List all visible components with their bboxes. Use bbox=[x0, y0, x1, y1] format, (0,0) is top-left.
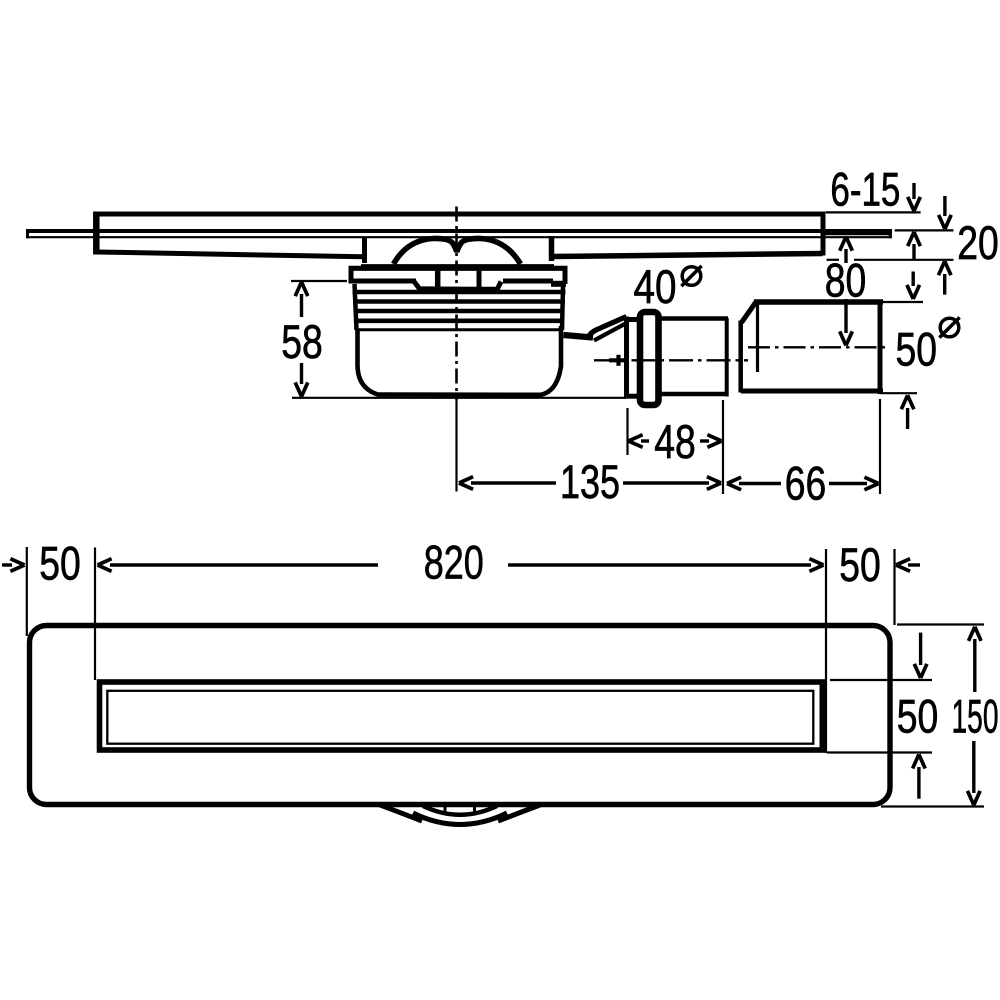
svg-text:40: 40 bbox=[634, 260, 677, 313]
svg-text:50: 50 bbox=[897, 690, 939, 743]
svg-text:50: 50 bbox=[39, 537, 81, 590]
svg-text:58: 58 bbox=[281, 315, 323, 368]
svg-text:50: 50 bbox=[896, 323, 938, 376]
svg-text:48: 48 bbox=[654, 415, 696, 468]
svg-text:20: 20 bbox=[957, 216, 999, 269]
svg-text:66: 66 bbox=[785, 457, 827, 510]
svg-text:135: 135 bbox=[560, 455, 620, 508]
svg-text:6-15: 6-15 bbox=[830, 163, 900, 216]
svg-text:150: 150 bbox=[952, 690, 999, 743]
svg-text:80: 80 bbox=[825, 254, 867, 307]
svg-text:820: 820 bbox=[424, 536, 484, 589]
svg-text:50: 50 bbox=[839, 538, 881, 591]
